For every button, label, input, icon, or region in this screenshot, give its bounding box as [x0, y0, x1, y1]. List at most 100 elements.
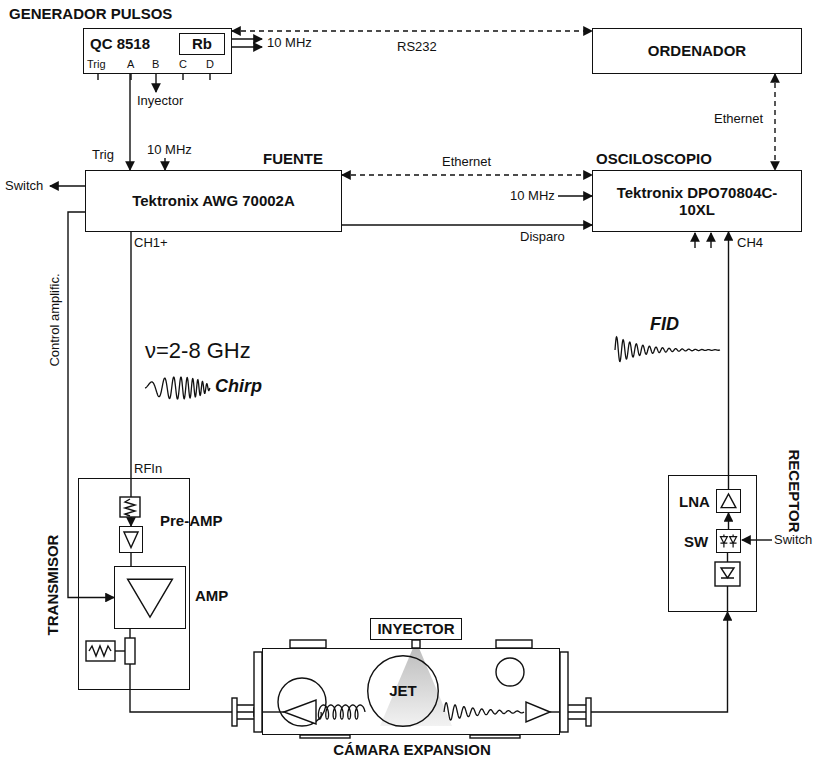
box-label: TRANSMISOR	[44, 535, 61, 636]
diode-symbol	[720, 534, 736, 547]
horn-feed	[262, 711, 284, 712]
diode-symbol	[721, 568, 734, 578]
signal-name: Switch	[774, 533, 812, 548]
chamber-flange	[254, 652, 262, 732]
input-arrow	[710, 233, 711, 248]
signal-wire	[130, 232, 131, 526]
box-label: AMP	[195, 587, 228, 604]
computer-box: ORDENADOR	[592, 28, 802, 74]
chamber-flange	[232, 698, 237, 726]
resistor-zigzag	[89, 646, 111, 656]
connector-label: Control amplific.	[48, 271, 63, 368]
chamber-flange	[560, 652, 568, 732]
oscilloscope-box: OSCILOSCOPIOTektronix DPO70804C-10XL	[592, 170, 802, 232]
excitation-coil	[318, 705, 365, 719]
pin-name: C	[179, 58, 187, 71]
switch-arrow	[742, 539, 772, 540]
switch-arrow	[50, 185, 85, 186]
connector-label: CH4	[735, 236, 765, 251]
injector-arrow	[155, 80, 156, 92]
signal-name: 10 MHz	[267, 36, 312, 51]
chamber-tube	[237, 705, 254, 719]
signal-wire	[560, 612, 728, 712]
chamber-port	[496, 640, 532, 648]
load-symbol	[86, 641, 115, 661]
shape-outline	[120, 527, 142, 552]
lna-box: LNA	[716, 489, 741, 513]
chamber-foot	[300, 735, 350, 738]
shape-outline	[717, 530, 740, 552]
signal-wire	[130, 690, 262, 712]
box-label: RECEPTOR	[785, 449, 802, 532]
signal-name: 10 MHz	[147, 143, 192, 158]
connector-label: Ethernet	[440, 155, 493, 170]
chamber-port	[290, 640, 326, 648]
signal-name: FID	[650, 314, 679, 335]
pin-name: CH1+	[134, 236, 168, 251]
signal-wire	[342, 224, 592, 225]
box-label: CÁMARA EXPANSION	[263, 741, 561, 758]
amplifier-symbol	[124, 532, 138, 548]
signal-name: 10 MHz	[510, 189, 555, 204]
box-label: SW	[684, 533, 708, 550]
pin-name: RFIn	[134, 462, 162, 477]
preamp-box: Pre-AMP	[119, 526, 143, 553]
data-link	[342, 174, 592, 175]
signal-wire	[129, 74, 130, 170]
coupler-symbol	[125, 638, 135, 664]
jet-circle: JET	[367, 655, 439, 727]
input-arrow	[694, 233, 695, 248]
chamber-foot	[470, 735, 520, 738]
signal-name: Chirp	[215, 376, 262, 397]
chamber-window	[496, 658, 524, 686]
box-heading: FUENTE	[263, 150, 323, 167]
box-label: Tektronix AWG 70002A	[86, 171, 341, 231]
box-label: JET	[367, 655, 439, 727]
pin-name: Trig	[87, 58, 106, 71]
shape-outline	[115, 567, 185, 628]
signal-name: Inyector	[137, 94, 183, 109]
box-label: QC 8518	[90, 35, 150, 52]
switch-box: SW	[716, 529, 741, 553]
chamber-tube	[568, 705, 586, 719]
data-link	[774, 74, 775, 170]
connector-label: Ethernet	[712, 112, 765, 127]
signal-wire	[728, 513, 729, 529]
box-label: LNA	[679, 493, 710, 510]
jet-outline	[368, 656, 439, 727]
box-heading: GENERADOR PULSOS	[9, 5, 172, 22]
attenuator-symbol	[120, 497, 140, 517]
injector-box: INYECTOR	[370, 618, 462, 640]
connector-label: RS232	[395, 40, 439, 55]
connector-label: Disparo	[518, 230, 567, 245]
resistor-zigzag	[125, 499, 135, 516]
signal-name: Switch	[5, 179, 43, 194]
detector-box	[715, 562, 740, 586]
amplifier-box: AMP	[114, 566, 186, 629]
box-heading: OSCILOSCOPIO	[596, 150, 712, 167]
horn-antenna	[526, 702, 550, 722]
box-label: Tektronix DPO70804C-10XL	[593, 171, 801, 231]
box-label: Rb	[180, 34, 224, 54]
chamber-body: CÁMARA EXPANSIONJET	[262, 648, 560, 735]
frequency-range: ν=2-8 GHz	[145, 338, 251, 363]
receiver-wire	[727, 552, 728, 562]
receiver-box: RECEPTORLNASW	[668, 475, 757, 612]
horn-antenna	[284, 700, 316, 724]
data-link	[232, 30, 592, 31]
pin-name: B	[152, 58, 159, 71]
fid-waveform	[615, 337, 720, 362]
source-box: FUENTETektronix AWG 70002A	[85, 170, 342, 232]
coupler-wire	[115, 650, 125, 651]
emission-waveform	[444, 703, 524, 720]
pin-ticks	[98, 74, 210, 80]
amplifier-symbol	[721, 494, 736, 508]
shape-outline	[717, 490, 740, 512]
injector-nozzle	[412, 640, 420, 648]
box-label: Pre-AMP	[160, 512, 223, 529]
box-label: ORDENADOR	[593, 29, 801, 73]
receiver-wire	[727, 586, 728, 612]
signal-wire	[728, 232, 729, 489]
